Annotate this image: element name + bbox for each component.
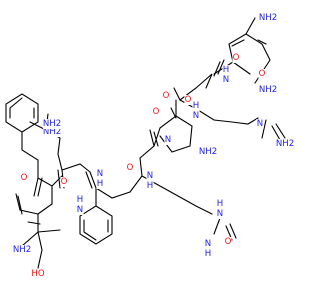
atom-label: N [217, 209, 223, 219]
structure-diagram: NH2ONH2ONHONHNNH2NH2ONOONHNHONHNHNH2NH2O… [5, 13, 294, 279]
atom-label-bg [199, 147, 217, 157]
atom-label-bg [96, 179, 104, 189]
atom-label: O [225, 237, 232, 247]
atom-label: O [21, 173, 28, 183]
atom-label-bg [152, 107, 160, 117]
atom-label: NH2 [13, 245, 31, 255]
atom-label: NH2 [276, 139, 294, 149]
atom-label-bg [146, 171, 154, 181]
atom-label-bg [276, 139, 294, 149]
atom-label-bg [126, 163, 134, 173]
atom-label-bg [43, 127, 61, 137]
atom-label-bg [76, 205, 84, 215]
atom-label: NH2 [199, 147, 217, 157]
atom-label-bg [204, 239, 212, 249]
atom-label: N [165, 135, 171, 145]
atom-label: H [223, 65, 229, 75]
atom-label: H [217, 199, 223, 209]
atom-labels: NH2ONH2ONHONHNNH2NH2ONOONHNHONHNHNH2NH2O… [13, 13, 294, 279]
atom-label: H [205, 249, 211, 259]
atom-label-bg [184, 95, 192, 105]
atom-label: N [77, 205, 83, 215]
atom-label-bg [162, 91, 170, 101]
atom-label: O [259, 69, 266, 79]
atom-label-bg [204, 249, 212, 259]
atom-label: O [233, 53, 240, 63]
atom-label-bg [222, 75, 230, 85]
atom-label-bg [164, 135, 172, 145]
atom-label-bg [20, 173, 28, 183]
atom-label: N [147, 171, 153, 181]
atom-label: N [193, 111, 199, 121]
atom-label: N [257, 119, 263, 129]
atom-label: O [163, 91, 170, 101]
atom-label: O [153, 107, 160, 117]
atom-label-bg [192, 111, 200, 121]
atom-label-bg [232, 53, 240, 63]
bond-lines [5, 17, 286, 269]
atom-label: NH2 [43, 119, 61, 129]
atom-label: O [61, 177, 68, 187]
atom-label: NH2 [259, 85, 277, 95]
atom-label: H [77, 195, 83, 205]
atom-label-bg [216, 209, 224, 219]
atom-label-bg [13, 245, 31, 255]
atom-label: NH2 [259, 13, 277, 23]
atom-label: H [97, 179, 103, 189]
atom-label-bg [192, 101, 200, 111]
atom-label: NH2 [43, 127, 61, 137]
atom-label: HO [31, 269, 44, 279]
atom-label: N [97, 169, 103, 179]
atom-label: O [127, 163, 134, 173]
atom-label-bg [76, 195, 84, 205]
atom-label-bg [96, 169, 104, 179]
atom-label-bg [259, 13, 277, 23]
atom-label-bg [222, 65, 230, 75]
atom-label: N [223, 75, 229, 85]
atom-label-bg [216, 199, 224, 209]
atom-label: N [205, 239, 211, 249]
atom-label: O [185, 95, 192, 105]
atom-label-bg [259, 85, 277, 95]
atom-label-bg [256, 119, 264, 129]
atom-label-bg [224, 237, 232, 247]
atom-label-bg [258, 69, 266, 79]
atom-label-bg [43, 119, 61, 129]
atom-label: H [147, 181, 153, 191]
atom-label-bg [31, 269, 45, 279]
atom-label-bg [146, 181, 154, 191]
atom-label: H [193, 101, 199, 111]
atom-label-bg [60, 177, 68, 187]
